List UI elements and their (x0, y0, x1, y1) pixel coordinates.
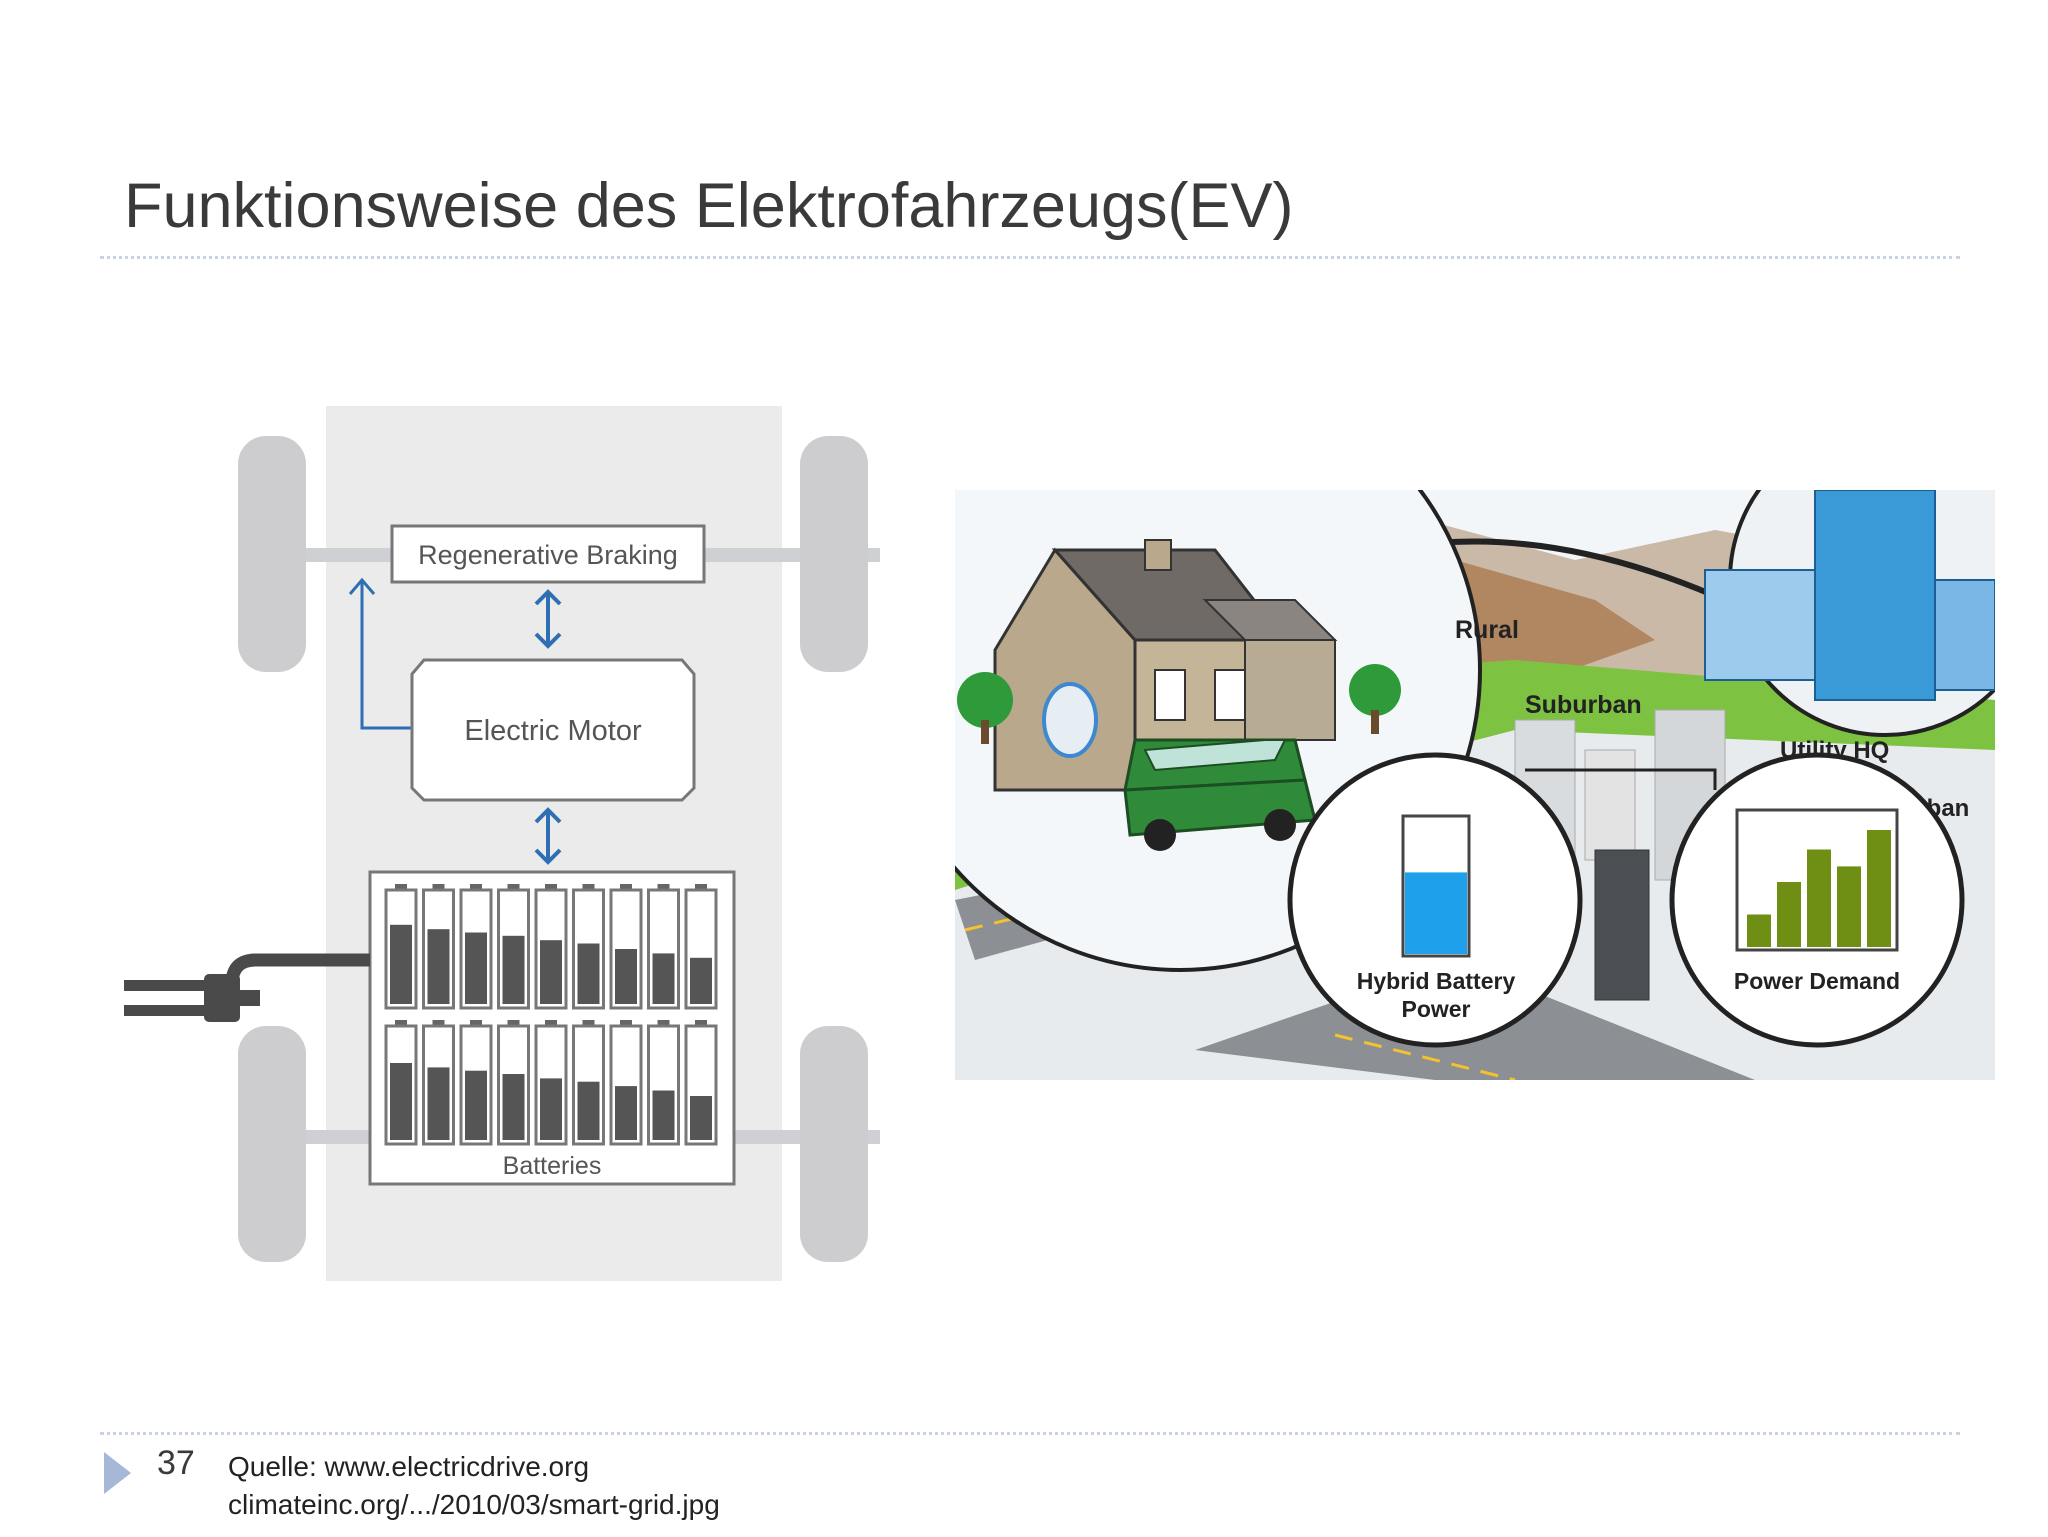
plug-icon (124, 974, 260, 1022)
battery-cell (497, 884, 530, 1010)
power-demand-label: Power Demand (1734, 968, 1900, 994)
battery-cell (572, 1020, 605, 1146)
battery-cell (647, 884, 680, 1010)
power-demand-bars (1747, 830, 1891, 947)
electric-motor-label: Electric Motor (464, 715, 642, 747)
rural-label: Rural (1455, 616, 1519, 644)
feedback-arrow-icon (348, 577, 416, 730)
battery-cell (684, 1020, 718, 1146)
battery-cell (422, 884, 455, 1010)
regenerative-braking-label: Regenerative Braking (418, 540, 678, 570)
battery-cell (534, 884, 568, 1010)
footer-divider (100, 1432, 1960, 1435)
slide-title: Funktionsweise des Elektrofahrzeugs(EV) (124, 171, 1294, 241)
battery-cell (534, 1020, 568, 1146)
battery-cell (459, 1020, 493, 1146)
wheel-rear-right (800, 1026, 868, 1262)
ev-drivetrain-diagram: Regenerative Braking Electric Motor Batt… (124, 406, 880, 1281)
battery-cell (422, 1020, 455, 1146)
battery-cell (684, 884, 718, 1010)
wheel-front-left (238, 436, 306, 672)
source-line-2: climateinc.org/.../2010/03/smart-grid.jp… (228, 1489, 720, 1520)
title-divider (100, 256, 1960, 259)
power-demand-bar (1777, 882, 1801, 947)
source-citation: Quelle: www.electricdrive.org climateinc… (228, 1448, 720, 1524)
battery-cell (609, 1020, 643, 1146)
double-arrow-icon (534, 589, 562, 649)
page-number: 37 (157, 1444, 195, 1482)
power-demand-bar (1867, 830, 1891, 947)
tree-icon (1349, 664, 1401, 734)
wheel-front-right (800, 436, 868, 672)
tree-icon (957, 672, 1013, 744)
battery-cell (609, 884, 643, 1010)
power-demand-bar (1747, 914, 1771, 947)
footer-arrow-icon (104, 1452, 131, 1494)
double-arrow-icon (534, 807, 562, 865)
hybrid-battery-label-line2: Power (1401, 996, 1470, 1022)
battery-cell (459, 884, 493, 1010)
batteries-label: Batteries (503, 1152, 602, 1180)
power-line (1525, 768, 1717, 790)
regenerative-braking-box (390, 524, 706, 584)
smart-grid-illustration: Rural Suburban Utility HQ Urban Hybrid B… (955, 490, 1995, 1080)
office-tower (1704, 490, 1995, 701)
power-demand-bar (1807, 849, 1831, 947)
wheel-rear-left (238, 1026, 306, 1262)
suburban-label: Suburban (1525, 691, 1642, 719)
electric-motor-box (410, 658, 696, 802)
battery-cell (384, 884, 418, 1010)
battery-cell (384, 1020, 418, 1146)
battery-cells (384, 884, 718, 1146)
battery-cell (497, 1020, 530, 1146)
hybrid-battery-label: Hybrid Battery (1357, 968, 1516, 994)
battery-level-fill (1405, 872, 1467, 954)
green-car-icon (1123, 738, 1317, 851)
power-demand-bar (1837, 866, 1861, 947)
source-line-1: Quelle: www.electricdrive.org (228, 1451, 590, 1482)
battery-cell (572, 884, 605, 1010)
battery-cell (647, 1020, 680, 1146)
